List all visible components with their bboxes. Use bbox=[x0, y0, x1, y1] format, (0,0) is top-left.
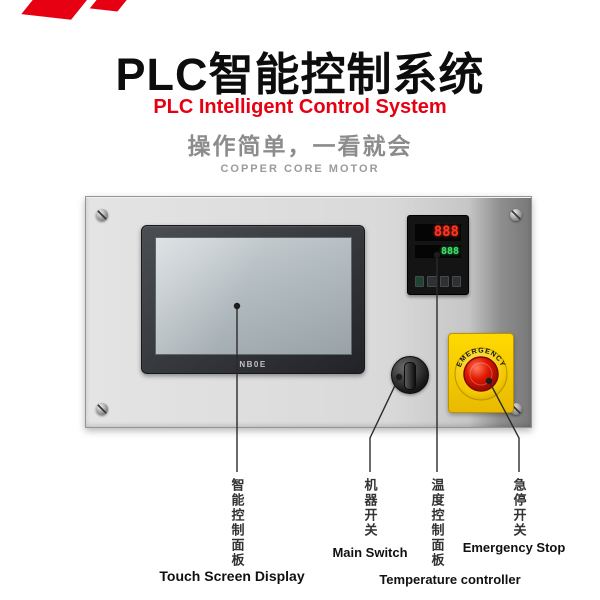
temp-shift-button bbox=[427, 276, 437, 287]
tagline: 操作简单，一看就会 bbox=[187, 133, 413, 159]
callout-chinese-temperature-controller: 温度控制面板 bbox=[429, 478, 445, 568]
callout-english-main-switch: Main Switch bbox=[332, 545, 408, 560]
screw-icon bbox=[96, 209, 108, 221]
callout-chinese-touch-screen: 智能控制面板 bbox=[229, 478, 245, 568]
switch-knob bbox=[404, 362, 416, 390]
callout-chinese-emergency-stop: 急停开关 bbox=[511, 478, 527, 538]
control-panel: NB0E 888 888 bbox=[85, 196, 532, 428]
emergency-stop-graphic: EMERGENCY bbox=[454, 347, 508, 401]
main-switch bbox=[391, 356, 429, 394]
screw-icon bbox=[510, 209, 522, 221]
page-title: PLC智能控制系统 bbox=[115, 49, 485, 100]
callout-english-emergency-stop: Emergency Stop bbox=[462, 540, 566, 555]
screen-brand-label: NB0E bbox=[239, 360, 267, 369]
temp-set-button bbox=[415, 276, 425, 287]
temp-pv-display: 888 bbox=[415, 224, 461, 241]
touch-screen-display bbox=[155, 237, 352, 355]
estop-button bbox=[463, 356, 499, 392]
corner-ribbon-small bbox=[89, 0, 135, 12]
estop-button-highlight bbox=[469, 362, 493, 386]
screw-icon bbox=[96, 403, 108, 415]
temp-down-button bbox=[439, 276, 449, 287]
temp-controller-buttons bbox=[415, 276, 461, 287]
temperature-controller: 888 888 bbox=[407, 215, 469, 295]
page-subtitle: PLC Intelligent Control System bbox=[153, 96, 447, 118]
callout-english-temperature-controller: Temperature controller bbox=[379, 572, 521, 587]
motor-caption: COPPER CORE MOTOR bbox=[220, 163, 380, 175]
temp-sv-display: 888 bbox=[415, 245, 461, 258]
touch-screen: NB0E bbox=[141, 225, 365, 374]
corner-ribbon-large bbox=[21, 0, 93, 20]
emergency-stop: EMERGENCY bbox=[448, 333, 514, 413]
callout-english-touch-screen: Touch Screen Display bbox=[159, 568, 305, 584]
callout-chinese-main-switch: 机器开关 bbox=[362, 478, 378, 538]
temp-up-button bbox=[451, 276, 461, 287]
